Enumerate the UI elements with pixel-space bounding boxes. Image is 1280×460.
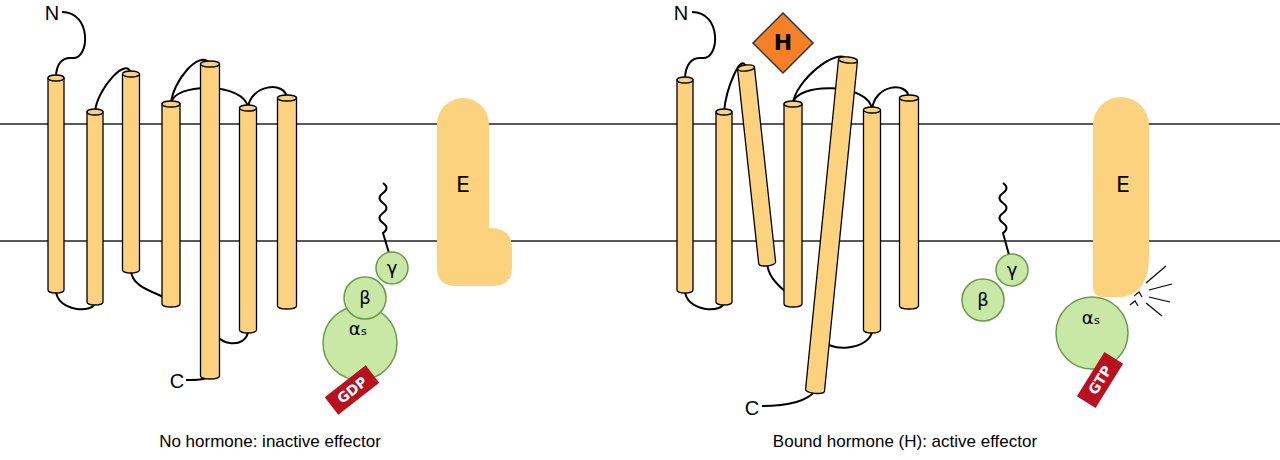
- helix-body: [123, 74, 140, 273]
- subunit-circle: [344, 277, 386, 319]
- receptor-loops: [56, 12, 909, 406]
- gamma-subunit: γ: [375, 251, 409, 285]
- helix-cap: [240, 105, 257, 111]
- helix-cap: [838, 56, 858, 64]
- helix-cap: [737, 64, 755, 72]
- activation-mark: [1146, 303, 1162, 316]
- helix-body: [900, 98, 919, 309]
- gamma-subunit-text: γ: [1007, 261, 1018, 279]
- effector-shape: [1093, 97, 1149, 297]
- terminus-label: C: [170, 371, 184, 391]
- helix-cap: [716, 109, 732, 115]
- helix-cap: [278, 95, 297, 101]
- receptor-helices: [48, 56, 919, 394]
- membrane-line: [0, 123, 1280, 125]
- effector-shape: [437, 98, 512, 286]
- effector-text: E: [456, 174, 470, 196]
- beta-subunit: β: [961, 278, 1005, 322]
- subunit-circle: [376, 252, 408, 284]
- helix-body: [716, 112, 732, 305]
- effector-outline: [1093, 97, 1151, 297]
- n-terminus: [685, 12, 715, 80]
- activation-mark: [1134, 292, 1142, 297]
- helix-body: [48, 78, 64, 293]
- lipid-anchor: [380, 183, 390, 253]
- loop: [793, 88, 872, 110]
- helix-body: [784, 104, 802, 307]
- n-terminus: [56, 12, 85, 78]
- beta-subunit-text: β: [359, 289, 371, 307]
- helix-cap: [864, 107, 881, 113]
- activation-mark: [1146, 266, 1166, 283]
- helix: [784, 101, 802, 307]
- effector: E: [437, 98, 512, 288]
- helix-body: [864, 110, 881, 333]
- hormone-shape: [753, 13, 813, 73]
- effector: E: [1093, 97, 1151, 297]
- helix: [864, 107, 881, 333]
- activation-mark: [1149, 284, 1172, 290]
- helix-cap: [900, 95, 919, 101]
- helix: [737, 64, 776, 267]
- helix-body: [677, 80, 693, 293]
- c-terminus: [762, 391, 815, 406]
- terminus-label: C: [745, 398, 759, 418]
- gamma-subunit: γ: [995, 253, 1029, 287]
- helix-cap: [87, 109, 103, 115]
- activation-mark: [1149, 297, 1170, 302]
- helix: [278, 95, 297, 309]
- helix: [900, 95, 919, 309]
- panel-caption: No hormone: inactive effector: [159, 433, 381, 450]
- helix: [716, 109, 732, 305]
- helix-cap: [162, 101, 180, 107]
- hormone-diamond-text: H: [774, 32, 792, 54]
- helix-cap: [201, 61, 220, 67]
- helix: [677, 77, 693, 293]
- hormone-diamond: H: [752, 12, 814, 74]
- helix-body: [738, 67, 776, 267]
- beta-subunit: β: [343, 276, 387, 320]
- helix: [201, 61, 220, 379]
- helix-body: [278, 98, 297, 309]
- membrane-line: [0, 240, 1280, 242]
- effector-outline: [437, 98, 512, 288]
- nucleotide-badge: [1077, 352, 1123, 408]
- helix-cap: [123, 71, 140, 77]
- terminus-label: N: [674, 3, 688, 23]
- alpha-subunit-text: αₛ: [1082, 309, 1101, 327]
- helix: [123, 71, 140, 273]
- lipid-anchor: [1000, 183, 1010, 255]
- subunit-circle: [323, 306, 397, 380]
- helix-cap: [677, 77, 693, 83]
- effector-text: E: [1116, 174, 1130, 196]
- subunit-circle: [996, 254, 1028, 286]
- helix: [805, 56, 857, 394]
- subunit-circle: [962, 279, 1004, 321]
- helix: [87, 109, 103, 305]
- activation-mark: [1130, 301, 1138, 306]
- helix-body: [240, 108, 257, 333]
- alpha-subunit-text: αₛ: [349, 320, 368, 338]
- helix-cap: [48, 75, 64, 81]
- helix-cap: [784, 101, 802, 107]
- alpha-subunit: αₛGTP: [1055, 296, 1129, 370]
- subunit-circle: [1056, 297, 1128, 369]
- panel-caption: Bound hormone (H): active effector: [773, 433, 1037, 450]
- helix-body: [162, 104, 180, 307]
- terminus-label: N: [45, 3, 59, 23]
- helix: [48, 75, 64, 293]
- helix-body: [201, 64, 220, 379]
- helix: [240, 105, 257, 333]
- gamma-subunit-text: γ: [387, 259, 398, 277]
- nucleotide-badge: [325, 365, 380, 414]
- helix-body: [805, 59, 857, 394]
- alpha-subunit-outline: [1055, 296, 1129, 370]
- helix: [162, 101, 180, 307]
- beta-subunit-text: β: [977, 291, 989, 309]
- helix-body: [87, 112, 103, 305]
